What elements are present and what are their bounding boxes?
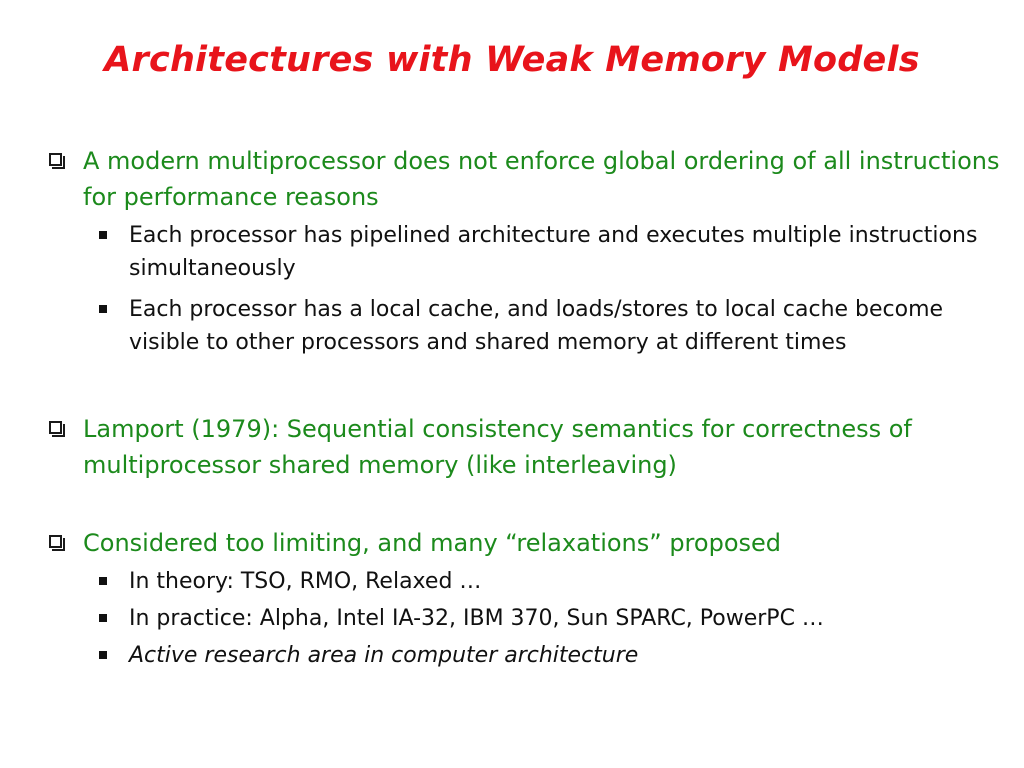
sub-bullet-text: Each processor has pipelined architectur… [129,223,978,281]
bullet-item: A modern multiprocessor does not enforce… [46,143,1006,215]
hollow-square-bullet-icon [49,535,65,551]
sub-bullet-item: Active research area in computer archite… [46,639,1006,672]
bullet-item: Considered too limiting, and many “relax… [46,525,1006,561]
hollow-square-bullet-icon [49,421,65,437]
filled-square-bullet-icon [99,305,107,313]
sub-bullet-item: Each processor has a local cache, and lo… [46,293,1006,359]
filled-square-bullet-icon [99,577,107,585]
filled-square-bullet-icon [99,651,107,659]
sub-bullet-text: Each processor has a local cache, and lo… [129,297,944,355]
bullet-list: A modern multiprocessor does not enforce… [46,143,1006,672]
sub-bullet-item: In practice: Alpha, Intel IA-32, IBM 370… [46,602,1006,635]
slide-title: Architectures with Weak Memory Models [104,40,920,80]
sub-bullet-text: In theory: TSO, RMO, Relaxed … [129,569,482,594]
sub-bullet-text: In practice: Alpha, Intel IA-32, IBM 370… [129,606,824,631]
sub-bullet-item: In theory: TSO, RMO, Relaxed … [46,565,1006,598]
bullet-text: Considered too limiting, and many “relax… [83,529,782,557]
sub-bullet-text: Active research area in computer archite… [129,643,639,668]
filled-square-bullet-icon [99,614,107,622]
hollow-square-bullet-icon [49,153,65,169]
bullet-item: Lamport (1979): Sequential consistency s… [46,411,1006,483]
filled-square-bullet-icon [99,231,107,239]
bullet-text: Lamport (1979): Sequential consistency s… [83,415,912,479]
sub-bullet-item: Each processor has pipelined architectur… [46,219,1006,285]
bullet-text: A modern multiprocessor does not enforce… [83,147,1000,211]
